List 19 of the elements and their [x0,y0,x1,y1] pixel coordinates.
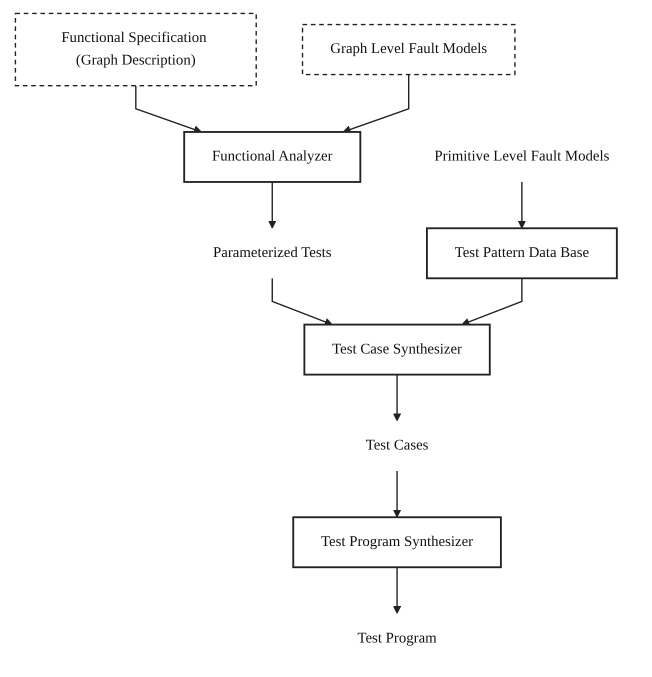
arrow [392,374,401,422]
arrow [392,567,401,614]
arrow [134,86,202,134]
node-text: Test Program [357,630,436,646]
arrow [461,278,522,326]
node-box: Test Case Synthesizer [303,324,490,376]
node-text: Test Cases [365,438,428,454]
arrow [392,470,401,518]
node-box: Test Pattern Data Base [426,227,618,280]
arrow [268,182,276,229]
arrow [518,182,526,229]
node-box: Graph Level Fault Models [302,24,516,76]
node-box: Functional Specification (Graph Description) [14,12,257,86]
node-text: Parameterized Tests [212,244,332,261]
node-text: Primitive Level Fault Models [434,148,610,164]
node-box: Test Program Synthesizer [292,516,502,568]
arrow [342,74,410,134]
node-box: Functional Analyzer [182,131,361,183]
arrow [271,278,332,326]
